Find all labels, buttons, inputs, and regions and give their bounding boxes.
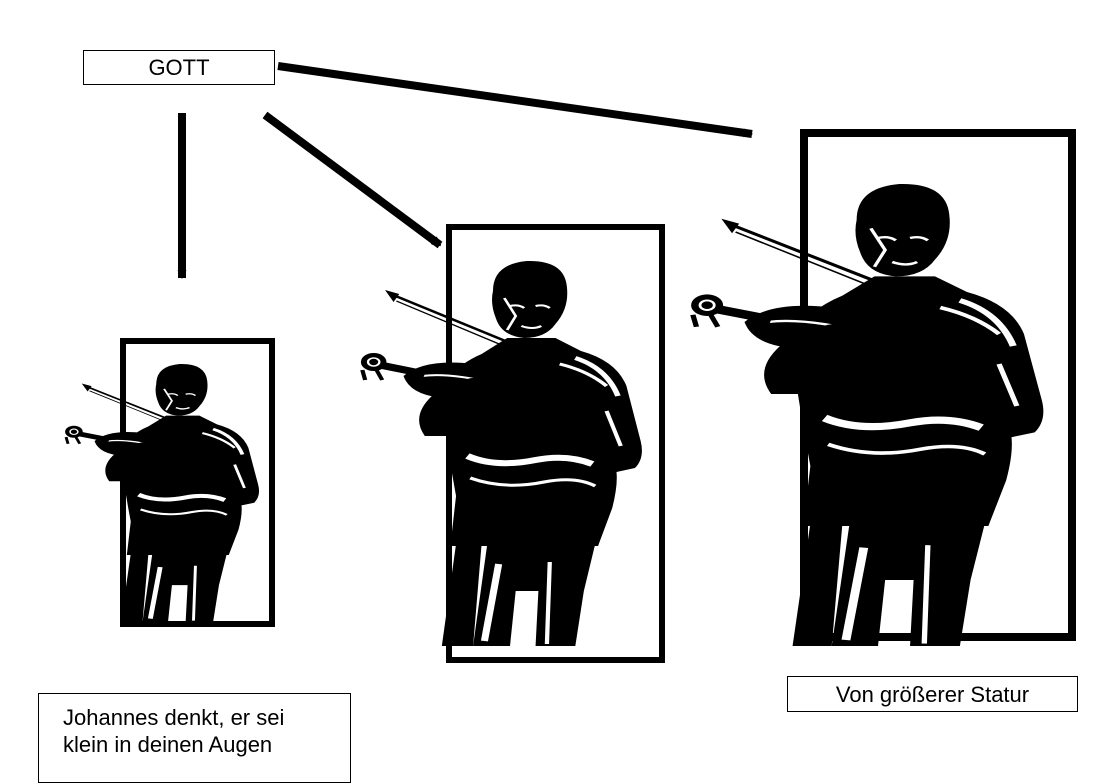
right-caption-box: Von größerer Statur bbox=[787, 676, 1078, 712]
left-caption-text: Johannes denkt, er sei klein in deinen A… bbox=[63, 705, 285, 757]
arrow-to-medium bbox=[262, 111, 443, 249]
arrows bbox=[177, 62, 753, 279]
left-caption-box: Johannes denkt, er sei klein in deinen A… bbox=[38, 693, 351, 783]
gott-label: GOTT bbox=[148, 55, 210, 80]
figure-small bbox=[65, 338, 275, 627]
gott-label-box: GOTT bbox=[83, 50, 275, 85]
figure-medium bbox=[361, 224, 665, 663]
arrow-to-large bbox=[277, 62, 753, 138]
right-caption-text: Von größerer Statur bbox=[835, 681, 1030, 707]
figure-large bbox=[691, 129, 1076, 646]
